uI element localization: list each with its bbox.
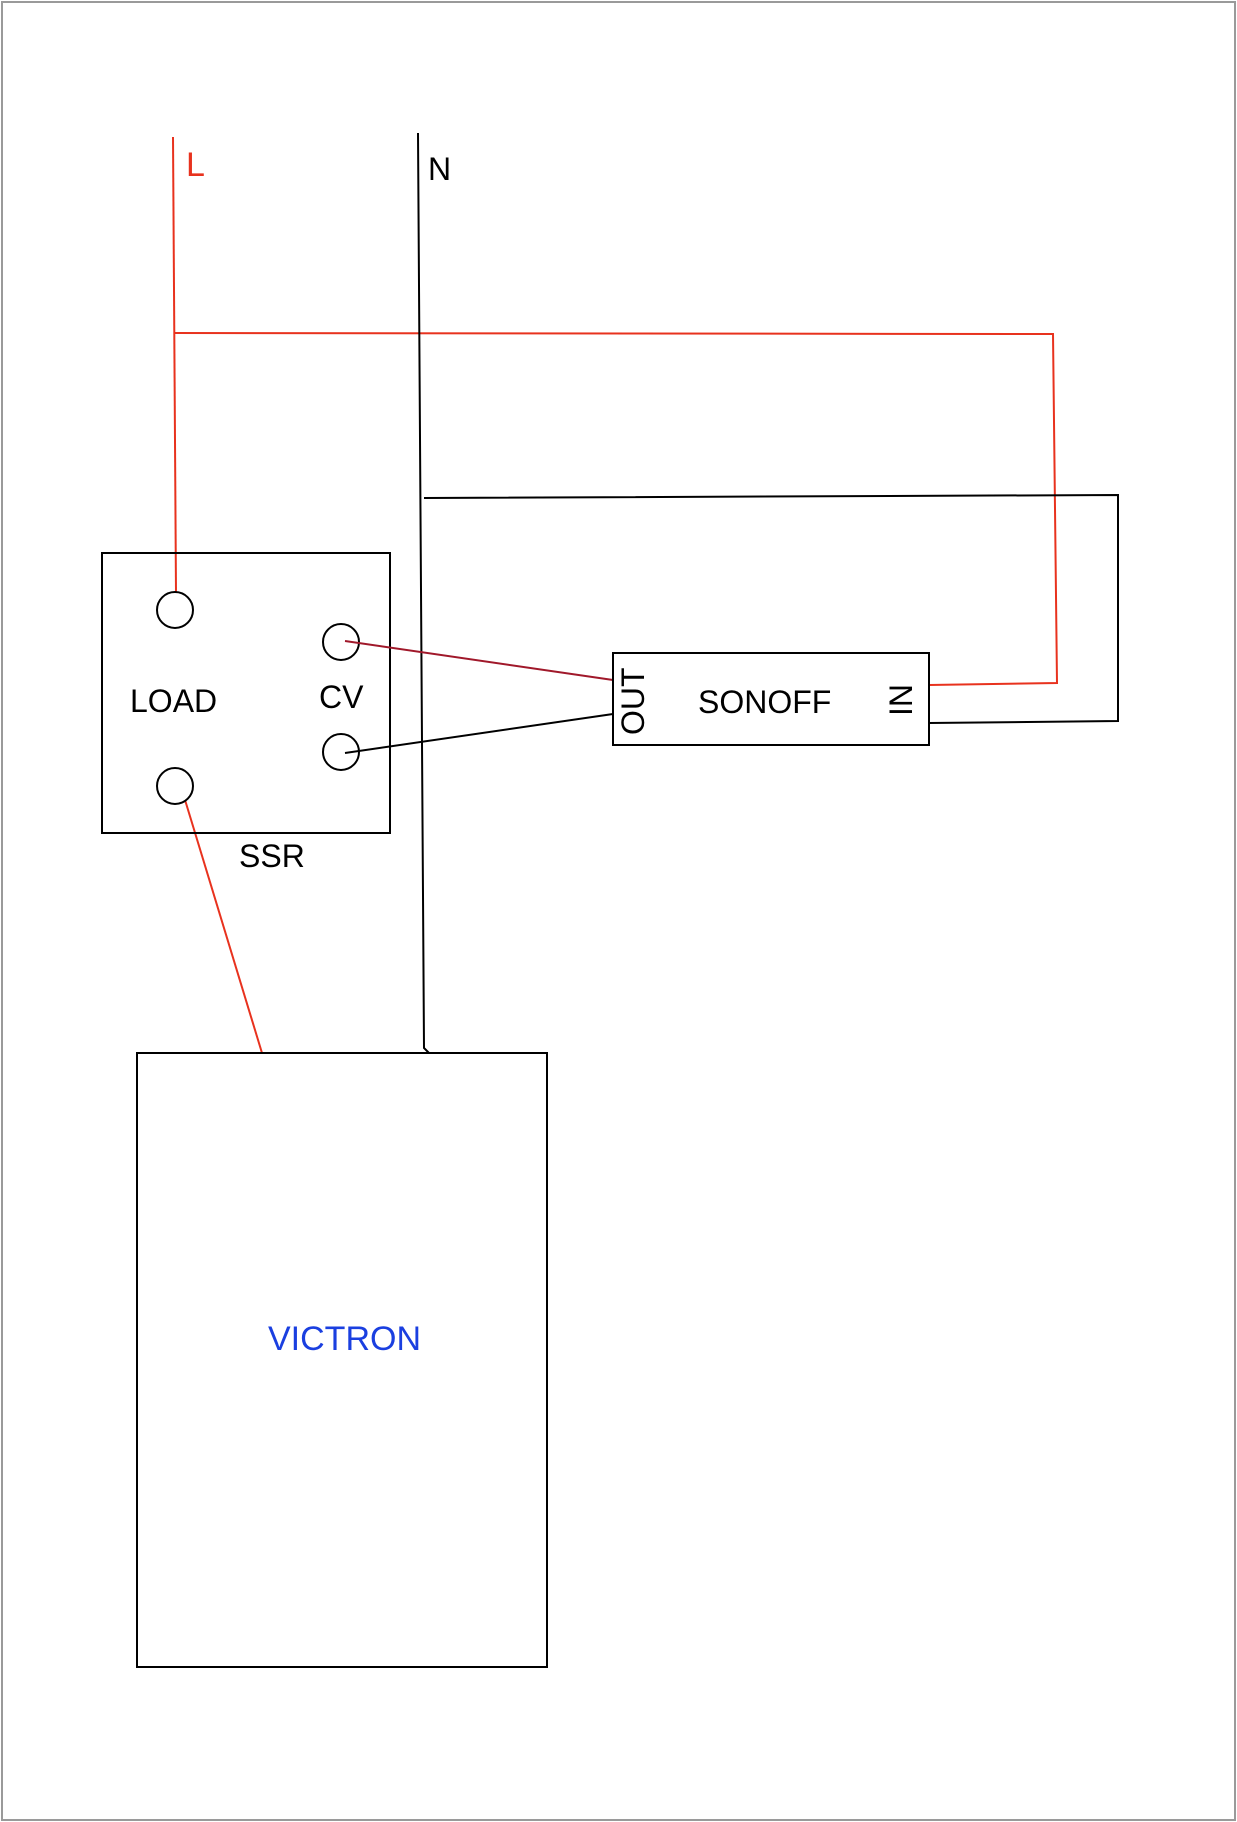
control-wire-negative [344,713,614,754]
neutral-label: N [428,151,451,187]
live-wire [172,136,1059,1054]
sonoff-label: SONOFF [698,684,831,720]
live-label: L [186,146,205,184]
control-wire-positive [344,640,614,681]
ssr-cv-label: CV [319,679,364,715]
sonoff-in-label: IN [883,684,919,716]
victron-box [136,1052,548,1668]
sonoff-out-label: OUT [615,667,651,735]
ssr-caption: SSR [239,838,305,874]
neutral-wire [417,132,1119,1054]
ssr-load-terminal-bottom [156,767,194,805]
ssr-box [101,552,391,834]
sonoff-box [612,652,930,746]
ssr-load-label: LOAD [130,683,217,719]
ssr-load-terminal-top [156,591,194,629]
ssr-cv-terminal-bottom [322,733,360,771]
ssr-cv-terminal-top [322,623,360,661]
victron-label: VICTRON [268,1320,421,1358]
